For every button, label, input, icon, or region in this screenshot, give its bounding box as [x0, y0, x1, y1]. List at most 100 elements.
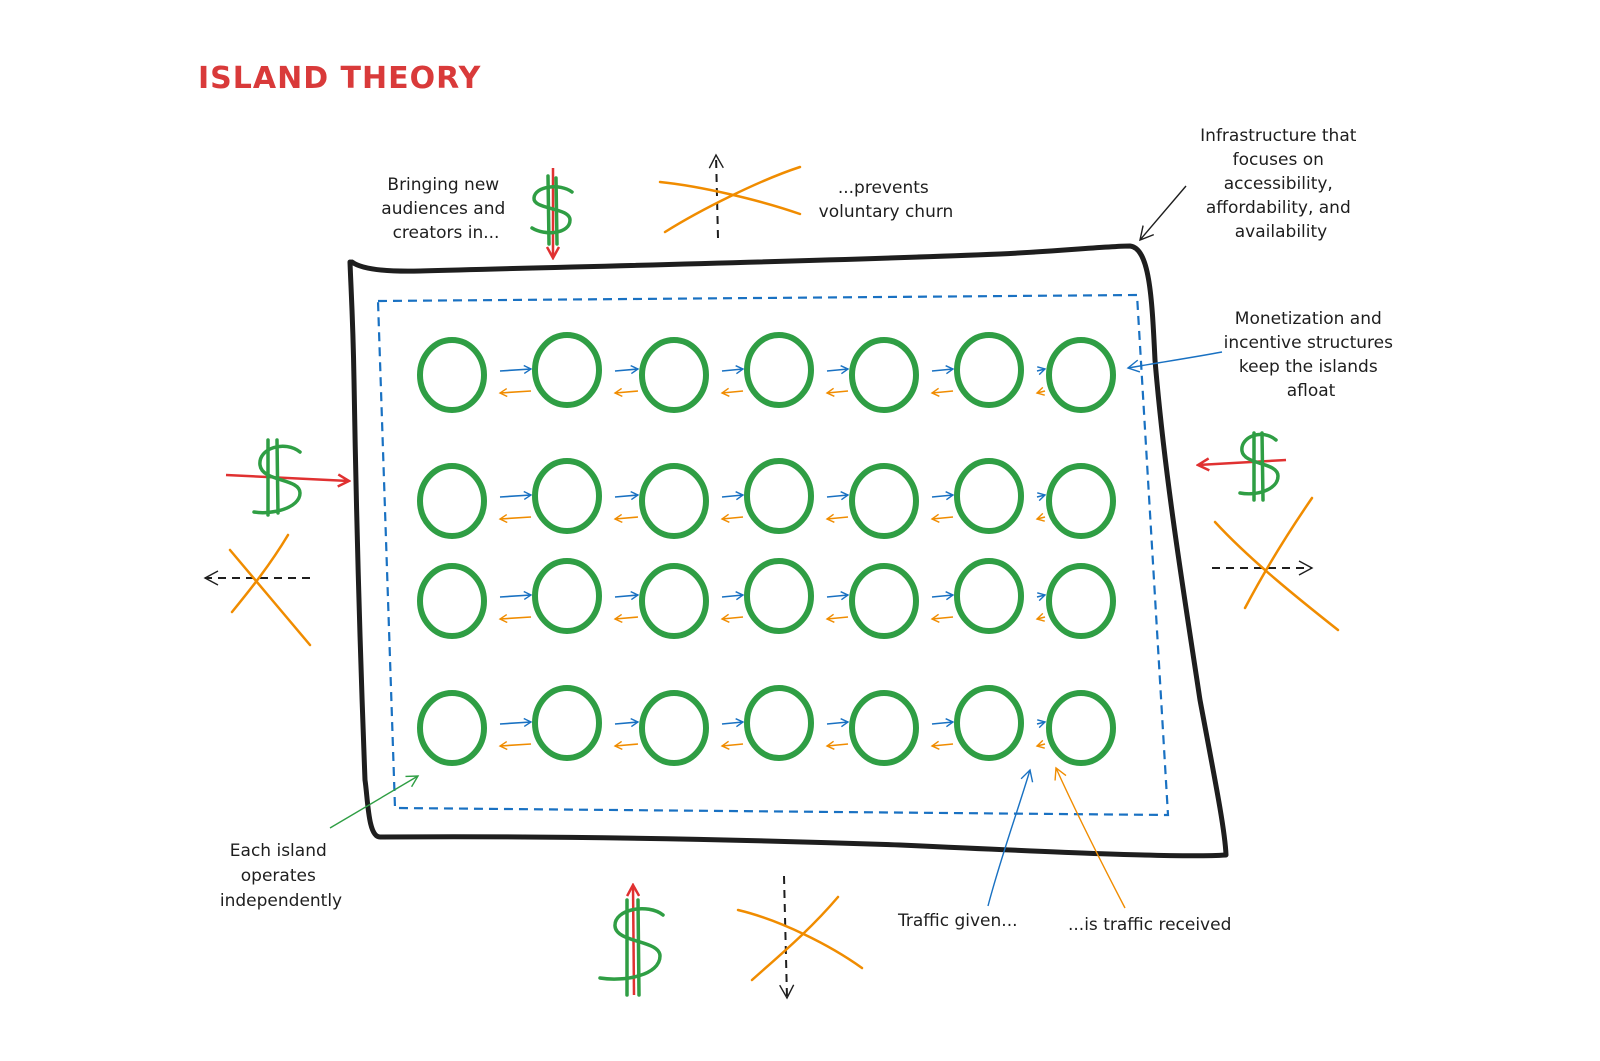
island-circle	[639, 563, 709, 639]
red-arrow-icon	[225, 475, 349, 481]
traffic-received-arrow	[1035, 612, 1046, 622]
islands-grid	[417, 332, 1116, 766]
traffic-received-arrow	[930, 513, 954, 523]
island-circle	[532, 332, 602, 408]
traffic-received-arrow	[498, 513, 532, 524]
island-circle	[744, 558, 814, 634]
x-cross-icon	[658, 165, 802, 234]
island-circle	[1046, 563, 1116, 639]
island-circle	[417, 337, 487, 413]
traffic-given-arrow	[499, 590, 533, 601]
x-cross-icon	[1213, 496, 1340, 632]
dollar-sign-icon	[530, 174, 574, 246]
traffic-given-arrow	[931, 718, 955, 728]
infrastructure-pointer	[1139, 185, 1187, 242]
traffic-received-arrow	[1035, 386, 1046, 396]
traffic-received-arrow	[613, 387, 639, 398]
island-circle	[532, 558, 602, 634]
traffic-received-arrow	[498, 740, 532, 751]
annotation-bringing-new: Bringing new audiences and creators in..…	[381, 175, 510, 243]
traffic-received-arrow	[498, 613, 532, 624]
traffic-given-arrow	[614, 490, 640, 501]
bottom-inbound-dollar	[598, 885, 665, 997]
island-circle	[417, 463, 487, 539]
dashed-arrow-icon	[708, 153, 724, 239]
traffic-received-arrow	[825, 613, 849, 623]
traffic-given-arrow	[721, 718, 745, 728]
traffic-given-arrow	[1036, 366, 1047, 376]
traffic-given-arrow	[614, 717, 640, 728]
dollar-sign-icon	[252, 438, 302, 517]
right-inbound-dollar	[1198, 431, 1287, 502]
traffic-given-arrow	[721, 365, 745, 375]
red-arrow-icon	[1198, 460, 1287, 465]
island-circle	[639, 690, 709, 766]
traffic-given-arrow	[826, 365, 850, 375]
island-circle	[744, 458, 814, 534]
island-circle	[417, 563, 487, 639]
traffic-given-arrow	[826, 718, 850, 728]
traffic-received-arrow	[930, 740, 954, 750]
island-circle	[639, 337, 709, 413]
island-circle	[1046, 690, 1116, 766]
island-circle	[532, 458, 602, 534]
traffic-received-arrow	[498, 387, 532, 398]
annotation-traffic-given: Traffic given...	[897, 911, 1018, 931]
island-circle	[849, 463, 919, 539]
island-circle	[954, 685, 1024, 761]
traffic-received-arrow	[720, 387, 744, 397]
traffic-received-arrow	[720, 513, 744, 523]
annotation-prevents-churn: ...prevents voluntary churn	[819, 178, 954, 222]
annotation-each-island: Each island operates independently	[220, 841, 342, 911]
traffic-given-arrow	[614, 364, 640, 375]
traffic-received-arrow	[825, 513, 849, 523]
monetization-pointer	[1126, 351, 1223, 373]
traffic-given-arrow	[1036, 492, 1047, 502]
traffic-received-arrow	[930, 387, 954, 397]
traffic-given-arrow	[614, 590, 640, 601]
traffic-received-arrow	[720, 740, 744, 750]
traffic-given-arrow	[721, 491, 745, 501]
island-circle	[1046, 337, 1116, 413]
diagram-title: ISLAND THEORY	[198, 61, 482, 96]
traffic-received-arrow	[825, 740, 849, 750]
dollar-sign-icon	[598, 898, 665, 997]
island-circle	[1046, 463, 1116, 539]
annotation-infrastructure: Infrastructure that focuses on accessibi…	[1200, 126, 1362, 242]
traffic-received-arrow	[720, 613, 744, 623]
traffic-received-arrow	[1035, 512, 1046, 522]
annotation-traffic-received: ...is traffic received	[1068, 915, 1231, 935]
ecosystem-boundary	[347, 243, 1229, 859]
dashed-arrow-icon	[779, 875, 795, 1000]
traffic-given-arrow	[499, 364, 533, 375]
island-circle	[954, 558, 1024, 634]
island-circle	[954, 332, 1024, 408]
traffic-given-arrow	[1036, 719, 1047, 729]
left-outbound-crossed	[203, 533, 312, 647]
traffic-given-arrow	[721, 591, 745, 601]
traffic-given-arrow	[499, 490, 533, 501]
x-cross-icon	[736, 895, 864, 982]
traffic-received-pointer	[1054, 766, 1126, 909]
island-circle	[532, 685, 602, 761]
island-connectors	[498, 364, 1047, 751]
island-circle	[417, 690, 487, 766]
traffic-received-arrow	[613, 740, 639, 751]
island-circle	[849, 337, 919, 413]
traffic-received-arrow	[930, 613, 954, 623]
x-cross-icon	[228, 533, 312, 647]
traffic-given-arrow	[499, 717, 533, 728]
bottom-outbound-crossed	[736, 875, 864, 1000]
traffic-given-pointer	[987, 768, 1034, 907]
traffic-given-arrow	[826, 591, 850, 601]
top-inbound-dollar	[530, 168, 574, 258]
annotation-monetization: Monetization and incentive structures ke…	[1224, 309, 1399, 401]
traffic-received-arrow	[825, 387, 849, 397]
traffic-given-arrow	[931, 591, 955, 601]
traffic-given-arrow	[1036, 592, 1047, 602]
island-circle	[744, 685, 814, 761]
dashed-zone	[376, 293, 1170, 817]
island-circle	[849, 563, 919, 639]
island-circle	[849, 690, 919, 766]
